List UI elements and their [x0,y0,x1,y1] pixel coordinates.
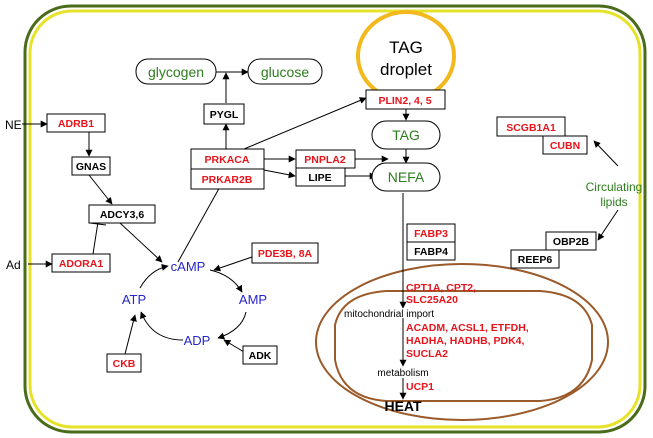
heat-label: HEAT [384,398,422,414]
adora1-box [51,253,111,273]
obp2b-box [545,231,597,251]
circulating-label-2: lipids [600,195,627,209]
cubn-label: CUBN [550,140,580,152]
glycogen-label: glycogen [148,64,204,80]
droplet-label-1: TAG [389,38,423,57]
mito-import-genes-2: SLC25A20 [406,294,458,306]
prkar2b-label: PRKAR2B [202,174,253,186]
mitochondrion [315,263,609,421]
reep6-box [510,249,560,269]
gene-boxes: ADRB1 GNAS ADCY3,6 ADORA1 PYGL PRKACA PR… [46,89,597,373]
plin-label: PLIN2, 4, 5 [378,95,431,107]
cell-membrane-inner [28,9,642,429]
arrow-cycle-atp-camp [139,263,169,289]
mito-import-genes-1: CPT1A, CPT2, [406,282,476,294]
adora1-label: ADORA1 [59,258,103,270]
arrow-ckb-atp [124,314,137,355]
adcy-box [88,204,156,224]
fabp4-box [406,241,456,261]
glycogen-pill [135,58,217,85]
ckb-box [106,353,142,373]
camp-label: cAMP [171,259,206,274]
arrow-prkaca-plin [243,97,367,150]
reep6-label: REEP6 [518,254,553,266]
ckb-label: CKB [113,358,136,370]
adp-label: ADP [184,333,211,348]
mito-import-label: mitochondrial import [344,309,434,320]
glucose-label: glucose [261,64,309,80]
cubn-box [542,135,588,155]
plin-box [365,89,446,110]
adk-label: ADK [249,350,272,362]
arrow-pde3b-camp [213,256,253,272]
glucose-pill [247,58,323,85]
arrow-adcy-camp [119,222,163,263]
fabp4-label: FABP4 [414,246,448,258]
arrow-cycle-adp-atp [140,311,184,341]
circulating-label-1: Circulating [586,180,643,194]
arrow-circ-obp2b [597,209,619,241]
atp-label: ATP [122,292,146,307]
arrow-circ-cubn [593,140,619,167]
mitochondrion-cristae [334,290,593,402]
arrow-cycle-camp-amp [209,269,243,293]
nefa-pill [371,162,441,192]
pnpla2-label: PNPLA2 [304,154,346,166]
ad-label: Ad [6,258,21,272]
adrb1-label: ADRB1 [58,118,94,130]
arrow-camp-prkaca [177,175,227,263]
obp2b-label: OBP2B [553,236,590,248]
gnas-box [71,156,111,176]
mito-met-genes-2: HADHA, HADHB, PDK4, [406,335,525,347]
inhibit-adora1-adcy [92,221,99,255]
lipe-box [295,167,346,187]
droplet-label-2: droplet [380,60,432,79]
adk-box [242,345,278,365]
amp-label: AMP [239,292,267,307]
mito-met-genes-3: SUCLA2 [406,348,448,360]
ucp1-label: UCP1 [406,381,434,393]
arrow-prkaca-lipe [263,169,296,179]
tag-pill [371,120,441,150]
adrb1-box [46,113,106,133]
pygl-label: PYGL [210,109,239,121]
gnas-label: GNAS [76,161,106,173]
ne-label: NE [5,118,22,132]
arrows [22,68,619,400]
prkaca-label: PRKACA [205,154,250,166]
mito-metabolism-label: metabolism [377,368,428,379]
scgb1a1-box [496,116,566,137]
nefa-label: NEFA [388,169,425,185]
tag-label: TAG [392,127,420,143]
mito-met-genes-1: ACADM, ACSL1, ETFDH, [406,322,529,334]
arrow-cycle-amp-adp [217,311,247,340]
fabp3-label: FABP3 [414,228,448,240]
lipe-label: LIPE [308,172,331,184]
pygl-box [203,103,245,125]
pde3b-label: PDE3B, 8A [258,248,313,260]
arrow-gnas-adcy [88,174,113,205]
adcy-label: ADCY3,6 [100,209,145,221]
pde3b-box [251,242,319,264]
prkar2b-box [190,168,265,190]
scgb1a1-label: SCGB1A1 [506,122,556,134]
